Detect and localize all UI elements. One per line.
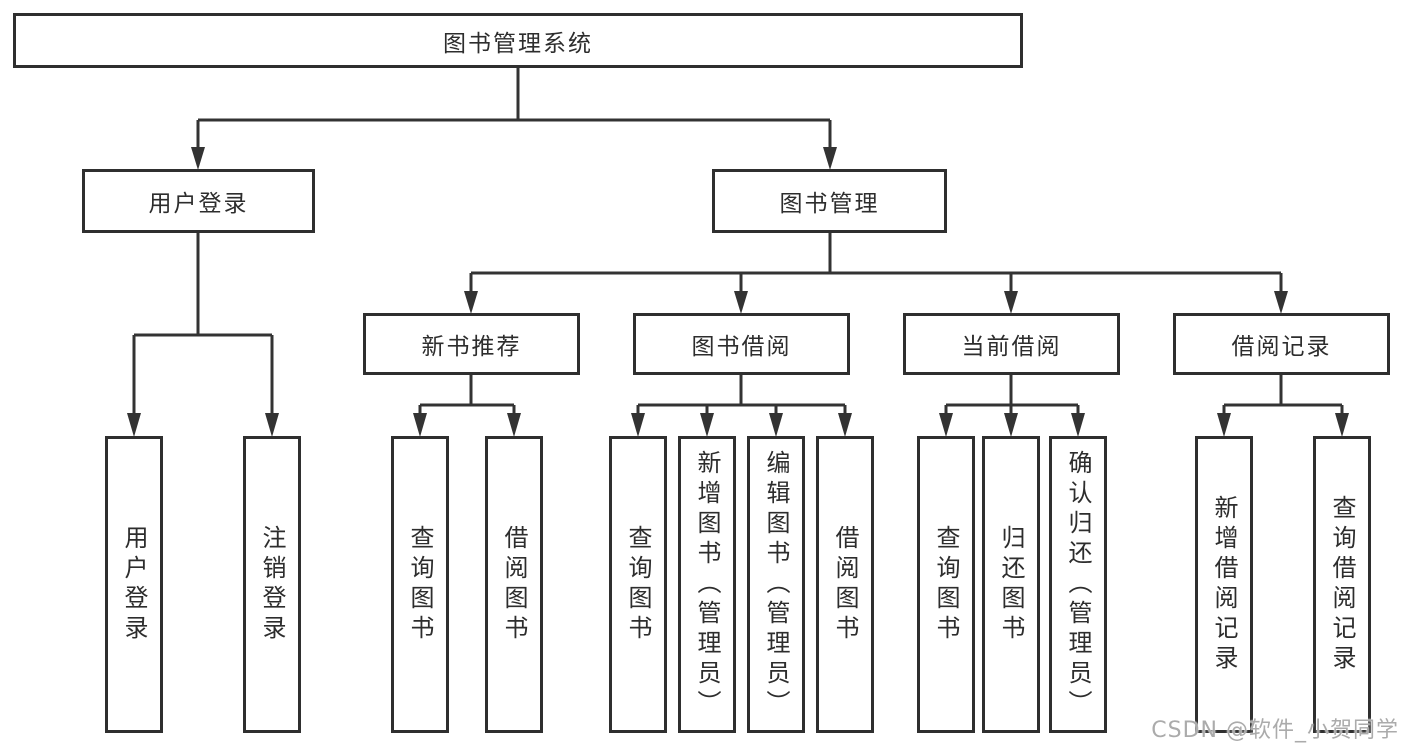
leaf-user-login: 用户登录 xyxy=(105,436,163,733)
csdn-watermark: CSDN @软件_小贺同学 xyxy=(1151,718,1399,743)
edge-user-login-to-leaves xyxy=(132,233,274,414)
leaf-return-book: 归还图书 xyxy=(982,436,1040,733)
node-label: 借阅图书 xyxy=(500,524,528,645)
node-label: 查询借阅记录 xyxy=(1328,494,1356,675)
arrowhead-icon xyxy=(464,291,478,314)
arrowhead-icon xyxy=(631,413,645,437)
node-borrow-records: 借阅记录 xyxy=(1173,313,1390,375)
arrowhead-icon xyxy=(1004,291,1018,314)
arrowhead-icon xyxy=(769,413,783,437)
node-label: 当前借阅 xyxy=(961,334,1062,360)
leaf-query-books-borrow: 查询图书 xyxy=(609,436,667,733)
leaf-borrow-books: 借阅图书 xyxy=(816,436,874,733)
node-label: 新增图书（管理员） xyxy=(693,449,721,720)
node-label: 图书管理系统 xyxy=(443,30,593,57)
node-user-login: 用户登录 xyxy=(82,169,315,233)
edge-new-book-recommend-to-leaves xyxy=(418,375,516,414)
node-label: 注销登录 xyxy=(258,524,286,645)
leaf-edit-book-admin: 编辑图书（管理员） xyxy=(747,436,805,733)
node-new-book-recommend: 新书推荐 xyxy=(363,313,580,375)
node-label: 新书推荐 xyxy=(421,334,522,360)
arrowhead-icon xyxy=(734,291,748,314)
edge-root-to-level2 xyxy=(196,66,832,148)
arrowhead-icon xyxy=(1004,413,1018,437)
edge-book-borrow-to-leaves xyxy=(636,375,847,414)
node-label: 归还图书 xyxy=(997,524,1025,645)
arrowhead-icon xyxy=(1274,291,1288,314)
arrowhead-icon xyxy=(838,413,852,437)
node-label: 用户登录 xyxy=(120,524,148,645)
arrowhead-icon xyxy=(823,147,837,170)
arrowhead-icon xyxy=(127,413,141,437)
leaf-confirm-return-admin: 确认归还（管理员） xyxy=(1049,436,1107,733)
node-label: 图书管理 xyxy=(779,191,880,217)
node-label: 查询图书 xyxy=(932,524,960,645)
arrowhead-icon xyxy=(507,413,521,437)
leaf-add-book-admin: 新增图书（管理员） xyxy=(678,436,736,733)
arrowhead-icon xyxy=(700,413,714,437)
arrowhead-icon xyxy=(1335,413,1349,437)
leaf-query-books-recommend: 查询图书 xyxy=(391,436,449,733)
node-book-management: 图书管理 xyxy=(712,169,947,233)
node-book-borrow: 图书借阅 xyxy=(633,313,850,375)
edge-current-borrow-to-leaves xyxy=(944,375,1080,414)
arrowhead-icon xyxy=(413,413,427,437)
edge-borrow-records-to-leaves xyxy=(1222,375,1344,414)
leaf-logout: 注销登录 xyxy=(243,436,301,733)
leaf-query-books-current: 查询图书 xyxy=(917,436,975,733)
leaf-query-borrow-record: 查询借阅记录 xyxy=(1313,436,1371,733)
node-label: 借阅图书 xyxy=(831,524,859,645)
leaf-borrow-books-recommend: 借阅图书 xyxy=(485,436,543,733)
arrowhead-icon xyxy=(939,413,953,437)
node-current-borrow: 当前借阅 xyxy=(903,313,1120,375)
leaf-add-borrow-record: 新增借阅记录 xyxy=(1195,436,1253,733)
node-label: 借阅记录 xyxy=(1231,334,1332,360)
node-root-library-system: 图书管理系统 xyxy=(13,13,1023,68)
edge-book-management-to-level3 xyxy=(469,233,1283,291)
node-label: 查询图书 xyxy=(406,524,434,645)
arrowheads xyxy=(127,147,1349,437)
node-label: 用户登录 xyxy=(148,191,249,217)
node-label: 确认归还（管理员） xyxy=(1064,449,1092,720)
arrowhead-icon xyxy=(1071,413,1085,437)
arrowhead-icon xyxy=(1217,413,1231,437)
node-label: 查询图书 xyxy=(624,524,652,645)
node-label: 图书借阅 xyxy=(691,334,792,360)
node-label: 编辑图书（管理员） xyxy=(762,449,790,720)
arrowhead-icon xyxy=(265,413,279,437)
arrowhead-icon xyxy=(191,147,205,170)
node-label: 新增借阅记录 xyxy=(1210,494,1238,675)
